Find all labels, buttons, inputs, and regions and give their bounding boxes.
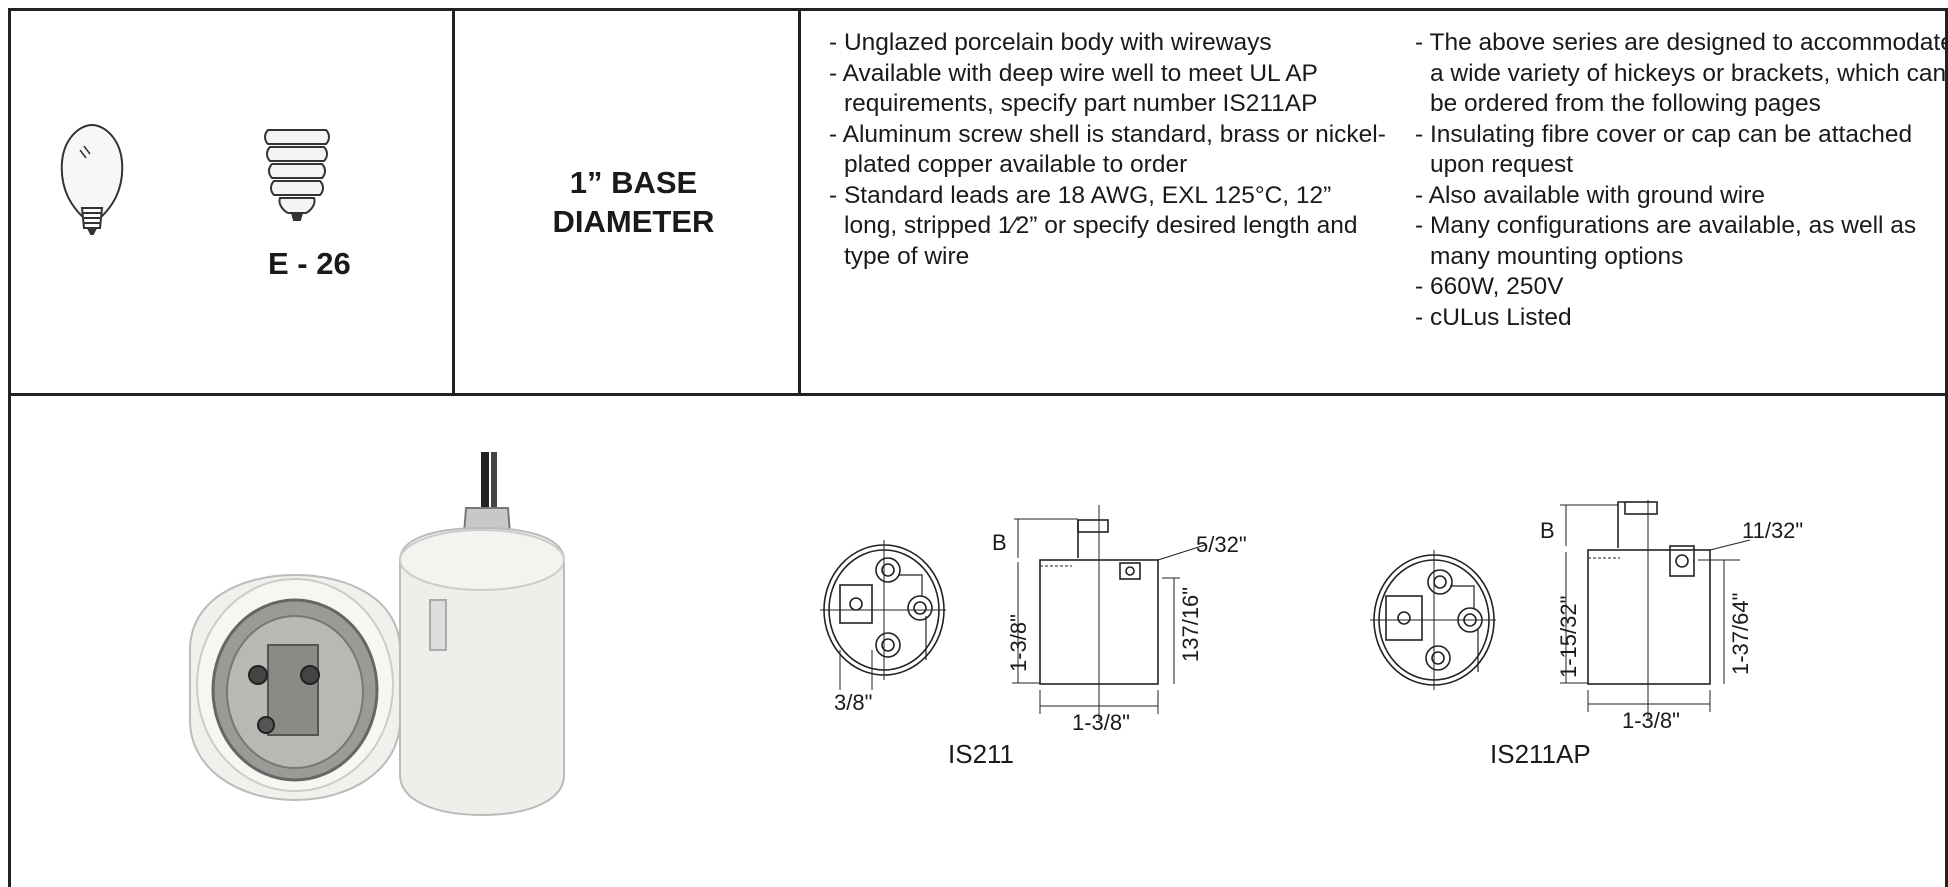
is211-dim-height: 1-3/8": [1006, 614, 1031, 672]
feature-item: - Many configurations are available, as …: [1415, 212, 1917, 270]
is211-dim-shell: 137/16": [1178, 587, 1203, 662]
lead-wire: [491, 452, 497, 520]
is211ap-dim-shell: 1-37/64": [1728, 593, 1753, 675]
feature-item: - The above series are designed to accom…: [1415, 29, 1948, 117]
feature-item: - Standard leads are 18 AWG, EXL 125°C, …: [829, 181, 1358, 270]
product-photo: [189, 452, 565, 817]
is211ap-dim-top: 11/32": [1742, 518, 1803, 543]
is211ap-drawing: [1370, 500, 1751, 720]
base-size-label: E - 26: [268, 246, 351, 281]
is211-dim-hole: 3/8": [834, 690, 872, 715]
base-diameter-title: 1” BASE DIAMETER: [553, 163, 715, 242]
is211ap-dim-width: 1-3/8": [1622, 708, 1680, 733]
is211-dim-width: 1-3/8": [1072, 710, 1130, 735]
feature-item: - Also available with ground wire: [1415, 181, 1765, 209]
light-bulb-icon: [60, 123, 124, 235]
is211ap-dim-height: 1-15/32": [1556, 596, 1581, 678]
is211ap-dim-b: B: [1540, 518, 1555, 543]
base-title-line2: DIAMETER: [552, 204, 715, 239]
feature-item: - cULus Listed: [1415, 303, 1572, 331]
features-left-list: - Unglazed porcelain body with wireways …: [829, 28, 1389, 272]
is211-dim-top: 5/32": [1196, 532, 1247, 557]
is211-label: IS211: [948, 739, 1014, 769]
column-divider-2: [798, 11, 801, 393]
is211ap-label: IS211AP: [1490, 739, 1591, 769]
base-diameter-cell: 1” BASE DIAMETER: [461, 11, 806, 393]
base-title-line1: 1” BASE: [569, 164, 698, 200]
spec-sheet-frame: 1” BASE DIAMETER E - 26 - Unglazed porce…: [8, 8, 1948, 887]
feature-item: - Available with deep wire well to meet …: [829, 59, 1318, 118]
feature-item: - Unglazed porcelain body with wireways: [829, 29, 1272, 56]
lead-wire: [481, 452, 489, 520]
column-divider-1: [452, 11, 455, 393]
is211-labels: B 5/32" 1-3/8" 137/16" 1-3/8" 3/8" IS211: [834, 530, 1247, 769]
features-right-list: - The above series are designed to accom…: [1415, 28, 1948, 333]
feature-item: - 660W, 250V: [1415, 273, 1564, 300]
is211-dim-b: B: [992, 530, 1007, 555]
feature-item: - Aluminum screw shell is standard, bras…: [829, 120, 1386, 179]
feature-item: - Insulating fibre cover or cap can be a…: [1415, 120, 1913, 179]
screw-base-icon: [264, 129, 330, 221]
row-divider: [11, 393, 1945, 396]
is211ap-labels: B 11/32" 1-15/32" 1-37/64" 1-3/8" IS211A…: [1490, 518, 1803, 769]
is211-drawing: [820, 505, 1206, 720]
